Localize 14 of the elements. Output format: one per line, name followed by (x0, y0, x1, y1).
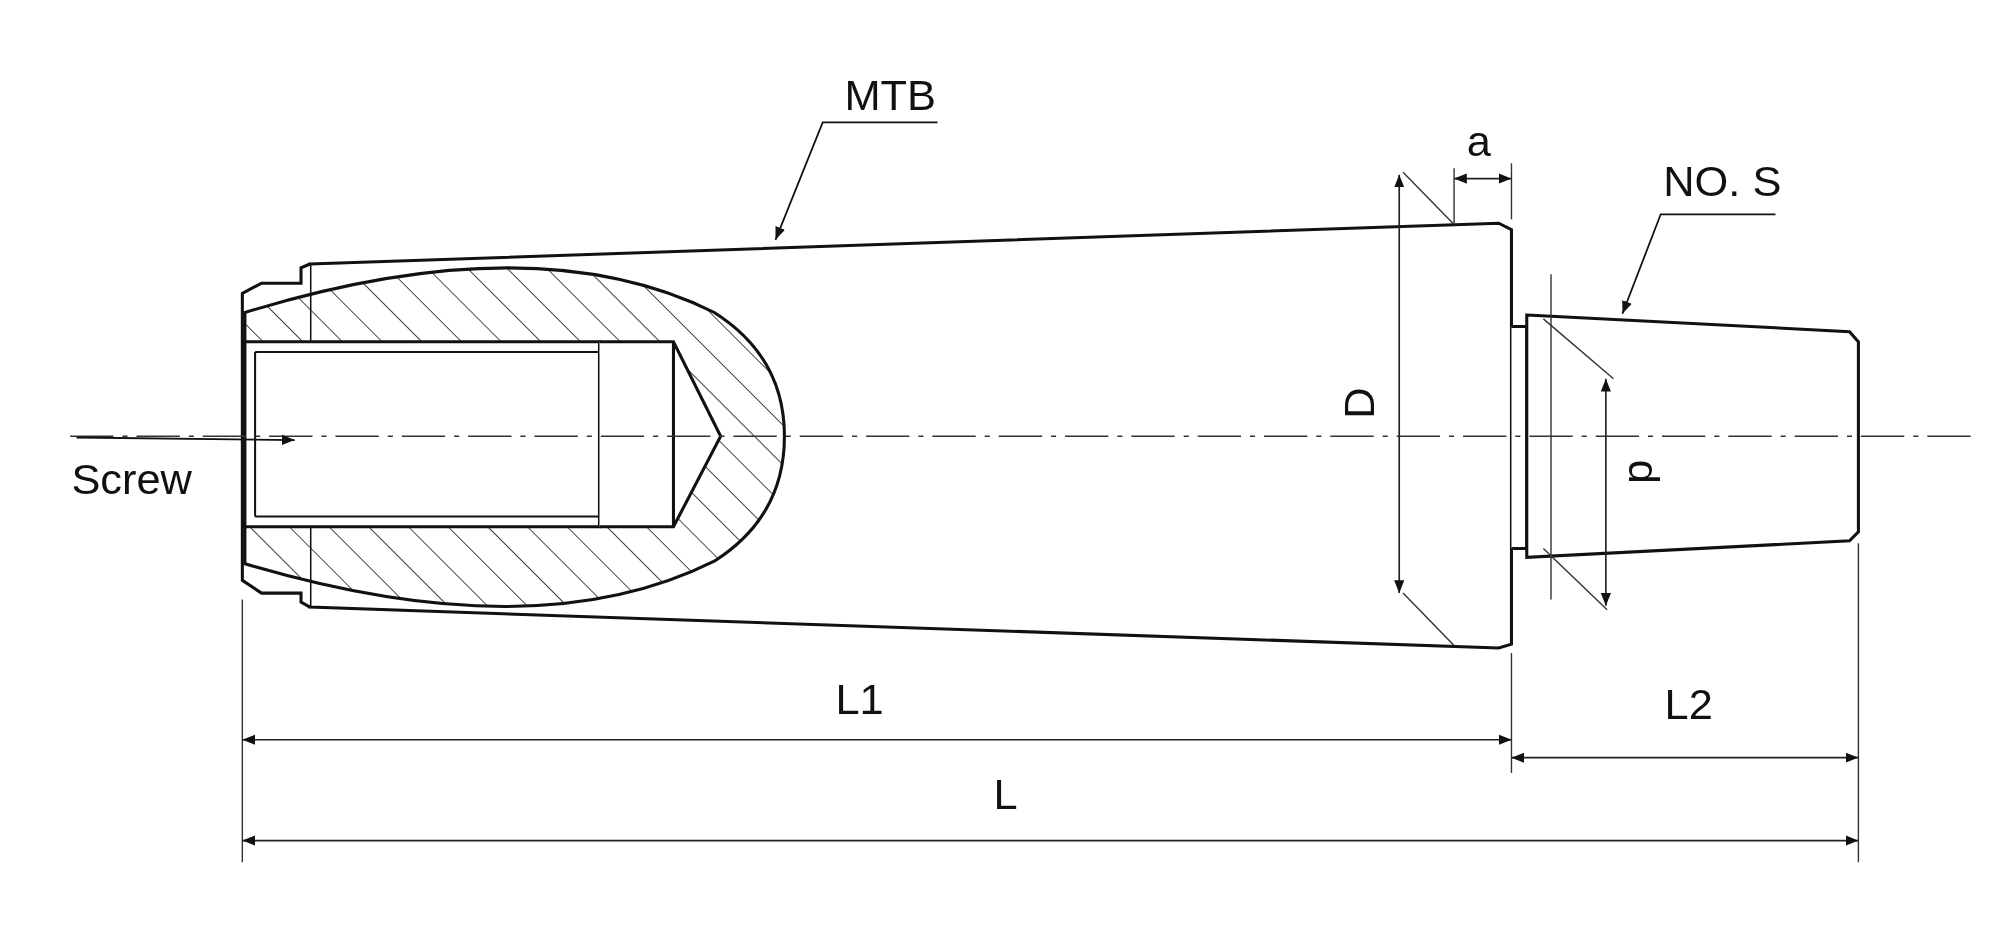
dimension-label: d (1621, 459, 1668, 484)
leader-line (75, 434, 296, 445)
leader-line (1621, 213, 1777, 315)
dimension-label: L1 (835, 676, 884, 722)
part-label: MTB (844, 71, 936, 118)
dimension-label: a (1466, 117, 1491, 164)
leader-line (774, 121, 939, 241)
dimension-label: L2 (1664, 681, 1713, 728)
part-label: NO. S (1663, 158, 1782, 205)
part-label: Screw (71, 455, 192, 502)
dimension-label: D (1335, 387, 1382, 419)
dimension-label: L (993, 770, 1018, 817)
small-taper-drawing (1509, 313, 1860, 559)
threaded-bore-drawing (243, 340, 723, 529)
